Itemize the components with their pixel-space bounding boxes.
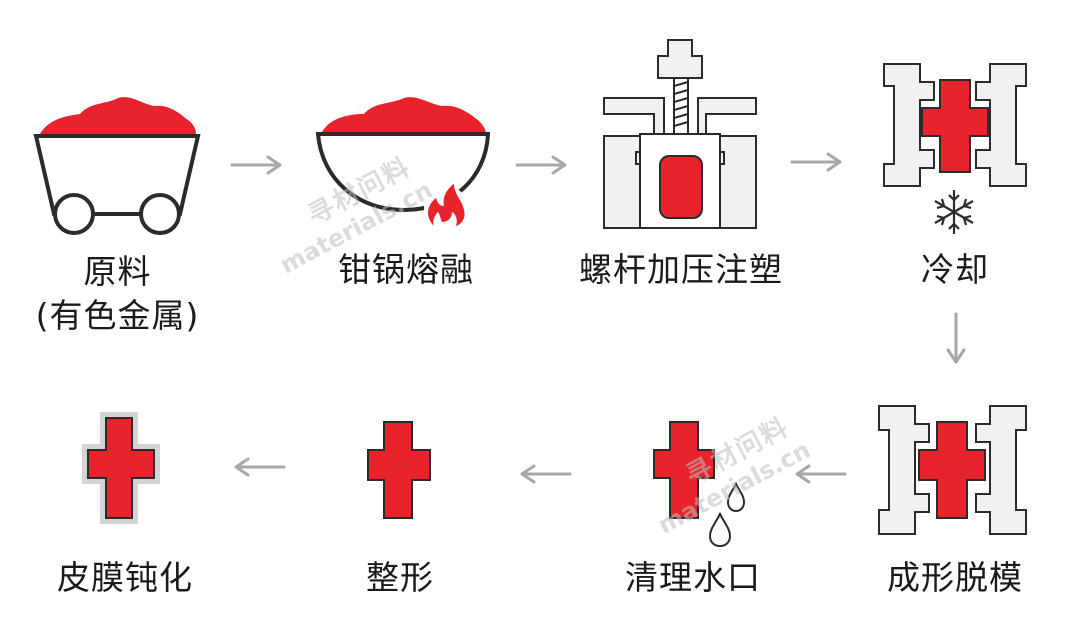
- step-cooling: [880, 60, 1030, 240]
- cross-part-icon: [367, 421, 431, 519]
- arrow-left-icon: [795, 464, 847, 484]
- arrow-right-icon: [790, 152, 842, 172]
- droplet-icon: [708, 511, 732, 548]
- screw-press-icon: [603, 39, 757, 229]
- step-clean-label: 清理水口: [625, 558, 761, 597]
- step-demold-label: 成形脱模: [887, 558, 1023, 597]
- step-trimming: [364, 418, 436, 523]
- step-melt-label: 钳锅熔融: [338, 250, 474, 289]
- step-crucible-melting: [315, 92, 496, 232]
- step-raw-sublabel: (有色金属): [35, 296, 200, 335]
- step-demolding: [875, 402, 1030, 542]
- step-raw-material: [30, 90, 205, 240]
- coated-part-icon: [82, 412, 160, 524]
- mold-snowflake-icon: [883, 63, 1027, 234]
- arrow-right-icon: [515, 155, 567, 175]
- arrow-left-icon: [234, 457, 286, 477]
- step-raw-label: 原料: [83, 252, 152, 291]
- step-trim-label: 整形: [366, 558, 434, 597]
- arrow-left-icon: [520, 464, 572, 484]
- step-cool-label: 冷却: [921, 250, 989, 289]
- step-screw-injection: [600, 36, 760, 236]
- step-passivation: [80, 412, 162, 527]
- mine-cart-icon: [33, 97, 201, 235]
- snowflake-icon: [934, 190, 974, 234]
- droplet-icon: [726, 481, 746, 513]
- open-mold-icon: [878, 405, 1027, 535]
- step-clean-gate: [650, 418, 760, 548]
- crucible-fire-icon: [315, 97, 491, 230]
- step-passivate-label: 皮膜钝化: [57, 558, 193, 597]
- arrow-down-icon: [946, 312, 966, 364]
- arrow-right-icon: [230, 155, 282, 175]
- step-inject-label: 螺杆加压注塑: [579, 250, 783, 289]
- part-droplets-icon: [653, 421, 746, 548]
